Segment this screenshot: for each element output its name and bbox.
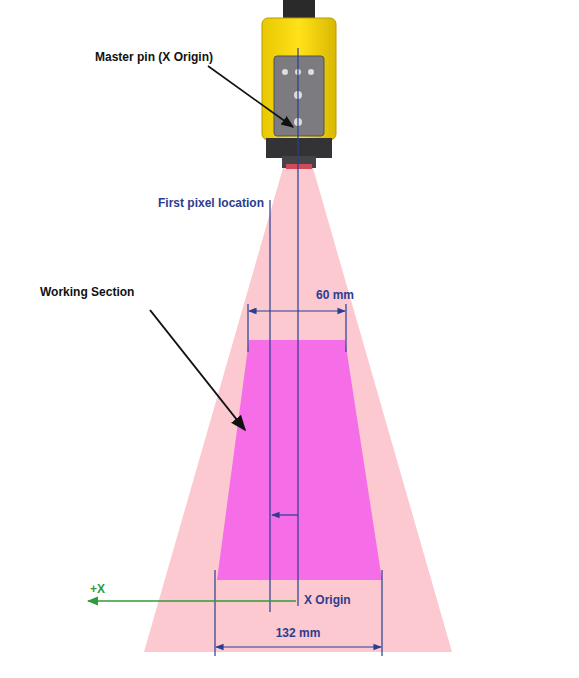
dimension-label: 60 mm — [316, 288, 354, 302]
reference-label: First pixel location — [158, 196, 264, 210]
leader-arrow — [208, 66, 293, 127]
dimension-tick — [214, 570, 215, 656]
center-line — [297, 48, 298, 606]
dimension-tick — [247, 304, 248, 352]
callout-label: Working Section — [40, 285, 134, 299]
callout-label: Master pin (X Origin) — [95, 50, 213, 64]
dimension-line — [216, 646, 381, 647]
dimension-tick — [381, 570, 382, 656]
dimension-line — [249, 310, 345, 311]
sensor — [262, 0, 336, 169]
dimension-tick — [345, 304, 346, 352]
x-axis-arrow — [88, 600, 296, 602]
dimension-label: 132 mm — [276, 626, 321, 640]
axis-label: X Origin — [304, 593, 351, 607]
axis-label: +X — [90, 582, 105, 596]
first-pixel-line — [269, 200, 270, 612]
offset-arrow — [272, 514, 298, 515]
leader-arrow — [150, 310, 245, 430]
working-section — [217, 340, 382, 580]
